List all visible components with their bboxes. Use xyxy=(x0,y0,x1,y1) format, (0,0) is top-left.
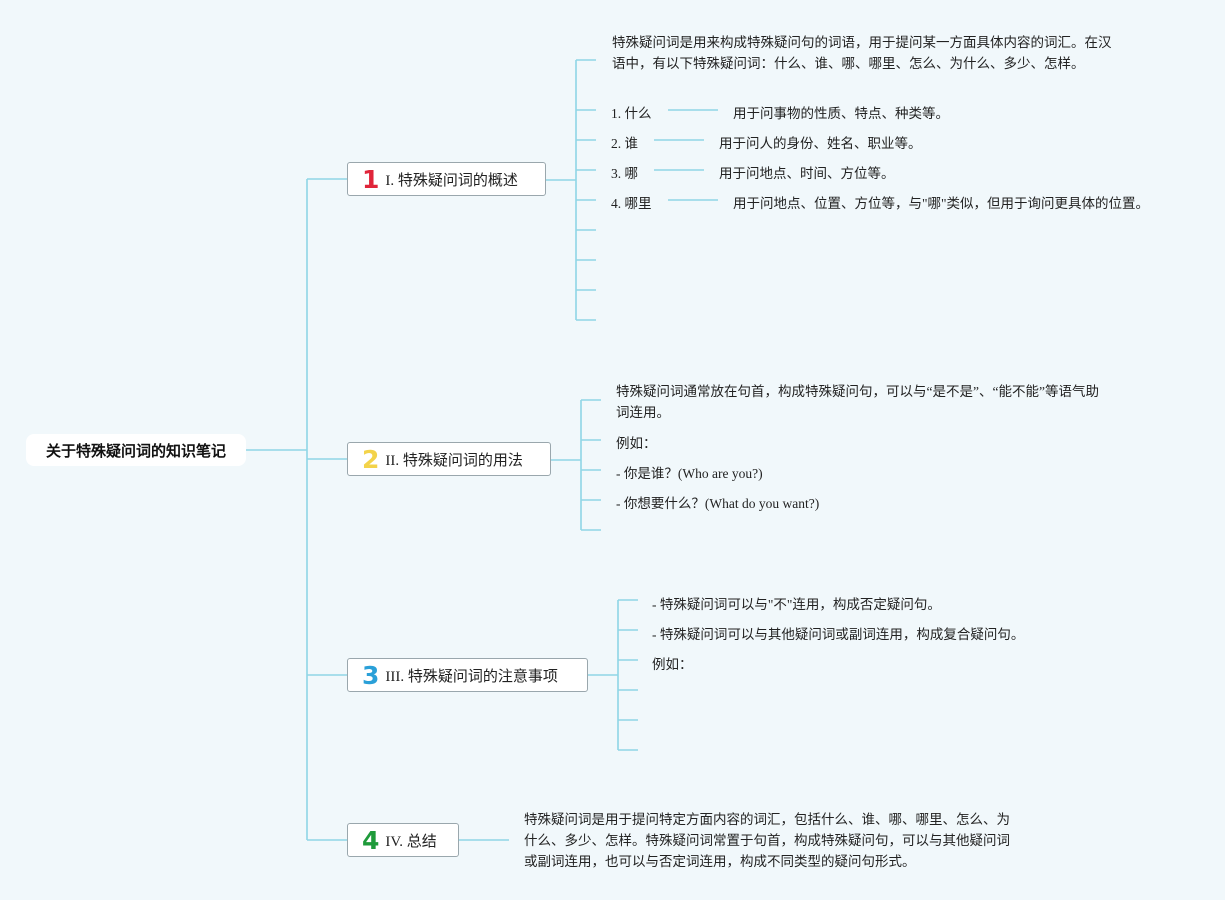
summary-text: 特殊疑问词是用于提问特定方面内容的词汇，包括什么、谁、哪、哪里、怎么、为什么、多… xyxy=(524,812,1010,869)
number-four-icon: 4 xyxy=(362,825,380,855)
topic-label: III. 特殊疑问词的注意事项 xyxy=(385,668,558,685)
topic-label: IV. 总结 xyxy=(385,833,437,850)
usage-example-2: - 你想要什么？(What do you want?) xyxy=(616,496,820,511)
topic-overview[interactable]: 1 I. 特殊疑问词的概述 xyxy=(347,162,546,196)
word-shenme: 1. 什么 xyxy=(611,106,652,121)
notes-item-2: - 特殊疑问词可以与其他疑问词或副词连用，构成复合疑问句。 xyxy=(652,627,1025,642)
notes-example-heading: 例如： xyxy=(652,657,693,672)
topic-label: I. 特殊疑问词的概述 xyxy=(385,172,518,189)
topic-usage[interactable]: 2 II. 特殊疑问词的用法 xyxy=(347,442,551,476)
desc-shei: 用于问人的身份、姓名、职业等。 xyxy=(719,136,922,151)
root-label: 关于特殊疑问词的知识笔记 xyxy=(45,441,226,460)
word-na: 3. 哪 xyxy=(611,166,638,181)
topic-summary[interactable]: 4 IV. 总结 xyxy=(347,823,459,857)
overview-intro: 特殊疑问词是用来构成特殊疑问句的词语，用于提问某一方面具体内容的词汇。在汉语中，… xyxy=(612,35,1112,71)
number-two-icon: 2 xyxy=(362,444,380,474)
word-shei: 2. 谁 xyxy=(611,136,638,151)
desc-shenme: 用于问事物的性质、特点、种类等。 xyxy=(733,106,949,121)
topic-label: II. 特殊疑问词的用法 xyxy=(385,452,523,469)
root-node[interactable]: 关于特殊疑问词的知识笔记 xyxy=(26,434,246,466)
number-one-icon: 1 xyxy=(362,164,380,194)
notes-item-1: - 特殊疑问词可以与"不"连用，构成否定疑问句。 xyxy=(652,597,941,612)
word-nali: 4. 哪里 xyxy=(611,196,652,211)
usage-example-heading: 例如： xyxy=(616,436,657,451)
usage-intro: 特殊疑问词通常放在句首，构成特殊疑问句，可以与“是不是”、“能不能”等语气助词连… xyxy=(616,384,1099,420)
topic-notes[interactable]: 3 III. 特殊疑问词的注意事项 xyxy=(347,658,588,692)
desc-na: 用于问地点、时间、方位等。 xyxy=(719,166,895,181)
desc-nali: 用于问地点、位置、方位等，与"哪"类似，但用于询问更具体的位置。 xyxy=(733,196,1150,211)
usage-example-1: - 你是谁？(Who are you?) xyxy=(616,466,763,481)
number-three-icon: 3 xyxy=(362,660,380,690)
